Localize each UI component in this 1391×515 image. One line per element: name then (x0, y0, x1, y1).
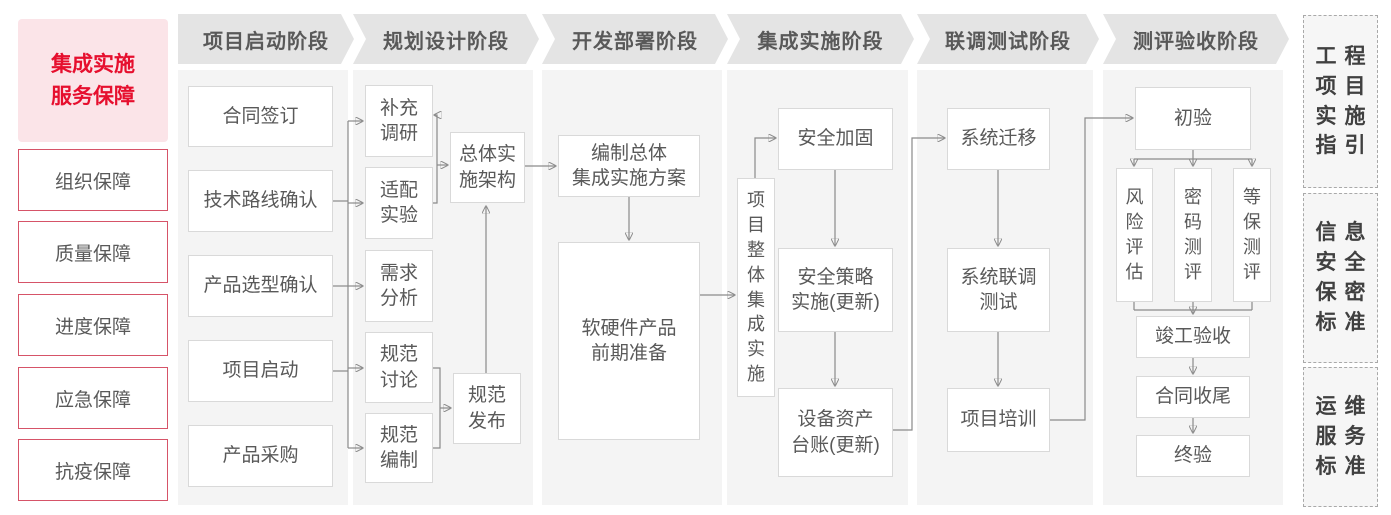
phase-header-dev-deployment: 开发部署阶段 (542, 14, 728, 64)
box-final-acceptance: 终验 (1136, 435, 1250, 477)
box-supplementary-research: 补充 调研 (365, 85, 433, 157)
box-completion-acceptance: 竣工验收 (1136, 316, 1250, 358)
box-spec-drafting: 规范 编制 (365, 413, 433, 483)
phase-header-evaluation-acceptance: 测评验收阶段 (1103, 14, 1289, 64)
sidebar-item-emergency-guarantee: 应急保障 (18, 367, 168, 429)
phase-header-planning-design: 规划设计阶段 (353, 14, 539, 64)
phase-header-joint-testing: 联调测试阶段 (917, 14, 1099, 64)
standard-om-service: 运维 服务 标准 (1303, 367, 1378, 507)
sidebar-item-quality-guarantee: 质量保障 (18, 221, 168, 283)
box-product-selection-confirm: 产品选型确认 (188, 255, 333, 317)
box-classified-protection-evaluation: 等 保 测 评 (1233, 168, 1271, 302)
phase-header-integration-impl: 集成实施阶段 (727, 14, 914, 64)
box-contract-signing: 合同签订 (188, 86, 333, 147)
sidebar-item-epidemic-guarantee: 抗疫保障 (18, 439, 168, 501)
sidebar-item-schedule-guarantee: 进度保障 (18, 294, 168, 356)
box-requirement-analysis: 需求 分析 (365, 250, 433, 322)
box-project-kickoff: 项目启动 (188, 340, 333, 402)
box-adaptation-test: 适配 实验 (365, 167, 433, 239)
box-overall-impl-architecture: 总体实 施架构 (450, 132, 525, 203)
box-project-training: 项目培训 (947, 388, 1050, 452)
box-spec-release: 规范 发布 (453, 373, 521, 444)
sidebar-title: 集成实施 服务保障 (18, 19, 168, 142)
box-product-procurement: 产品采购 (188, 425, 333, 487)
box-asset-ledger-update: 设备资产 台账(更新) (778, 388, 893, 477)
sidebar-item-organization-guarantee: 组织保障 (18, 149, 168, 211)
box-system-migration: 系统迁移 (947, 108, 1050, 170)
box-risk-assessment: 风 险 评 估 (1116, 168, 1153, 302)
box-spec-discussion: 规范 讨论 (365, 332, 433, 403)
box-tech-route-confirm: 技术路线确认 (188, 170, 333, 232)
box-security-hardening: 安全加固 (778, 108, 893, 170)
standard-project-implementation-guide: 工程 项目 实施 指引 (1303, 15, 1378, 188)
standard-infosec-confidentiality: 信息 安全 保密 标准 (1303, 193, 1378, 363)
box-crypto-evaluation: 密 码 测 评 (1174, 168, 1212, 302)
box-hw-sw-preparation: 软硬件产品 前期准备 (558, 242, 700, 440)
box-overall-project-integration: 项 目 整 体 集 成 实 施 (737, 178, 775, 397)
box-security-policy-impl: 安全策略 实施(更新) (778, 248, 893, 332)
phase-header-project-kickoff: 项目启动阶段 (178, 14, 354, 64)
box-initial-acceptance: 初验 (1135, 87, 1251, 150)
box-joint-debugging-test: 系统联调 测试 (947, 248, 1050, 332)
box-overall-integration-plan: 编制总体 集成实施方案 (558, 135, 700, 197)
box-contract-closure: 合同收尾 (1136, 376, 1250, 418)
